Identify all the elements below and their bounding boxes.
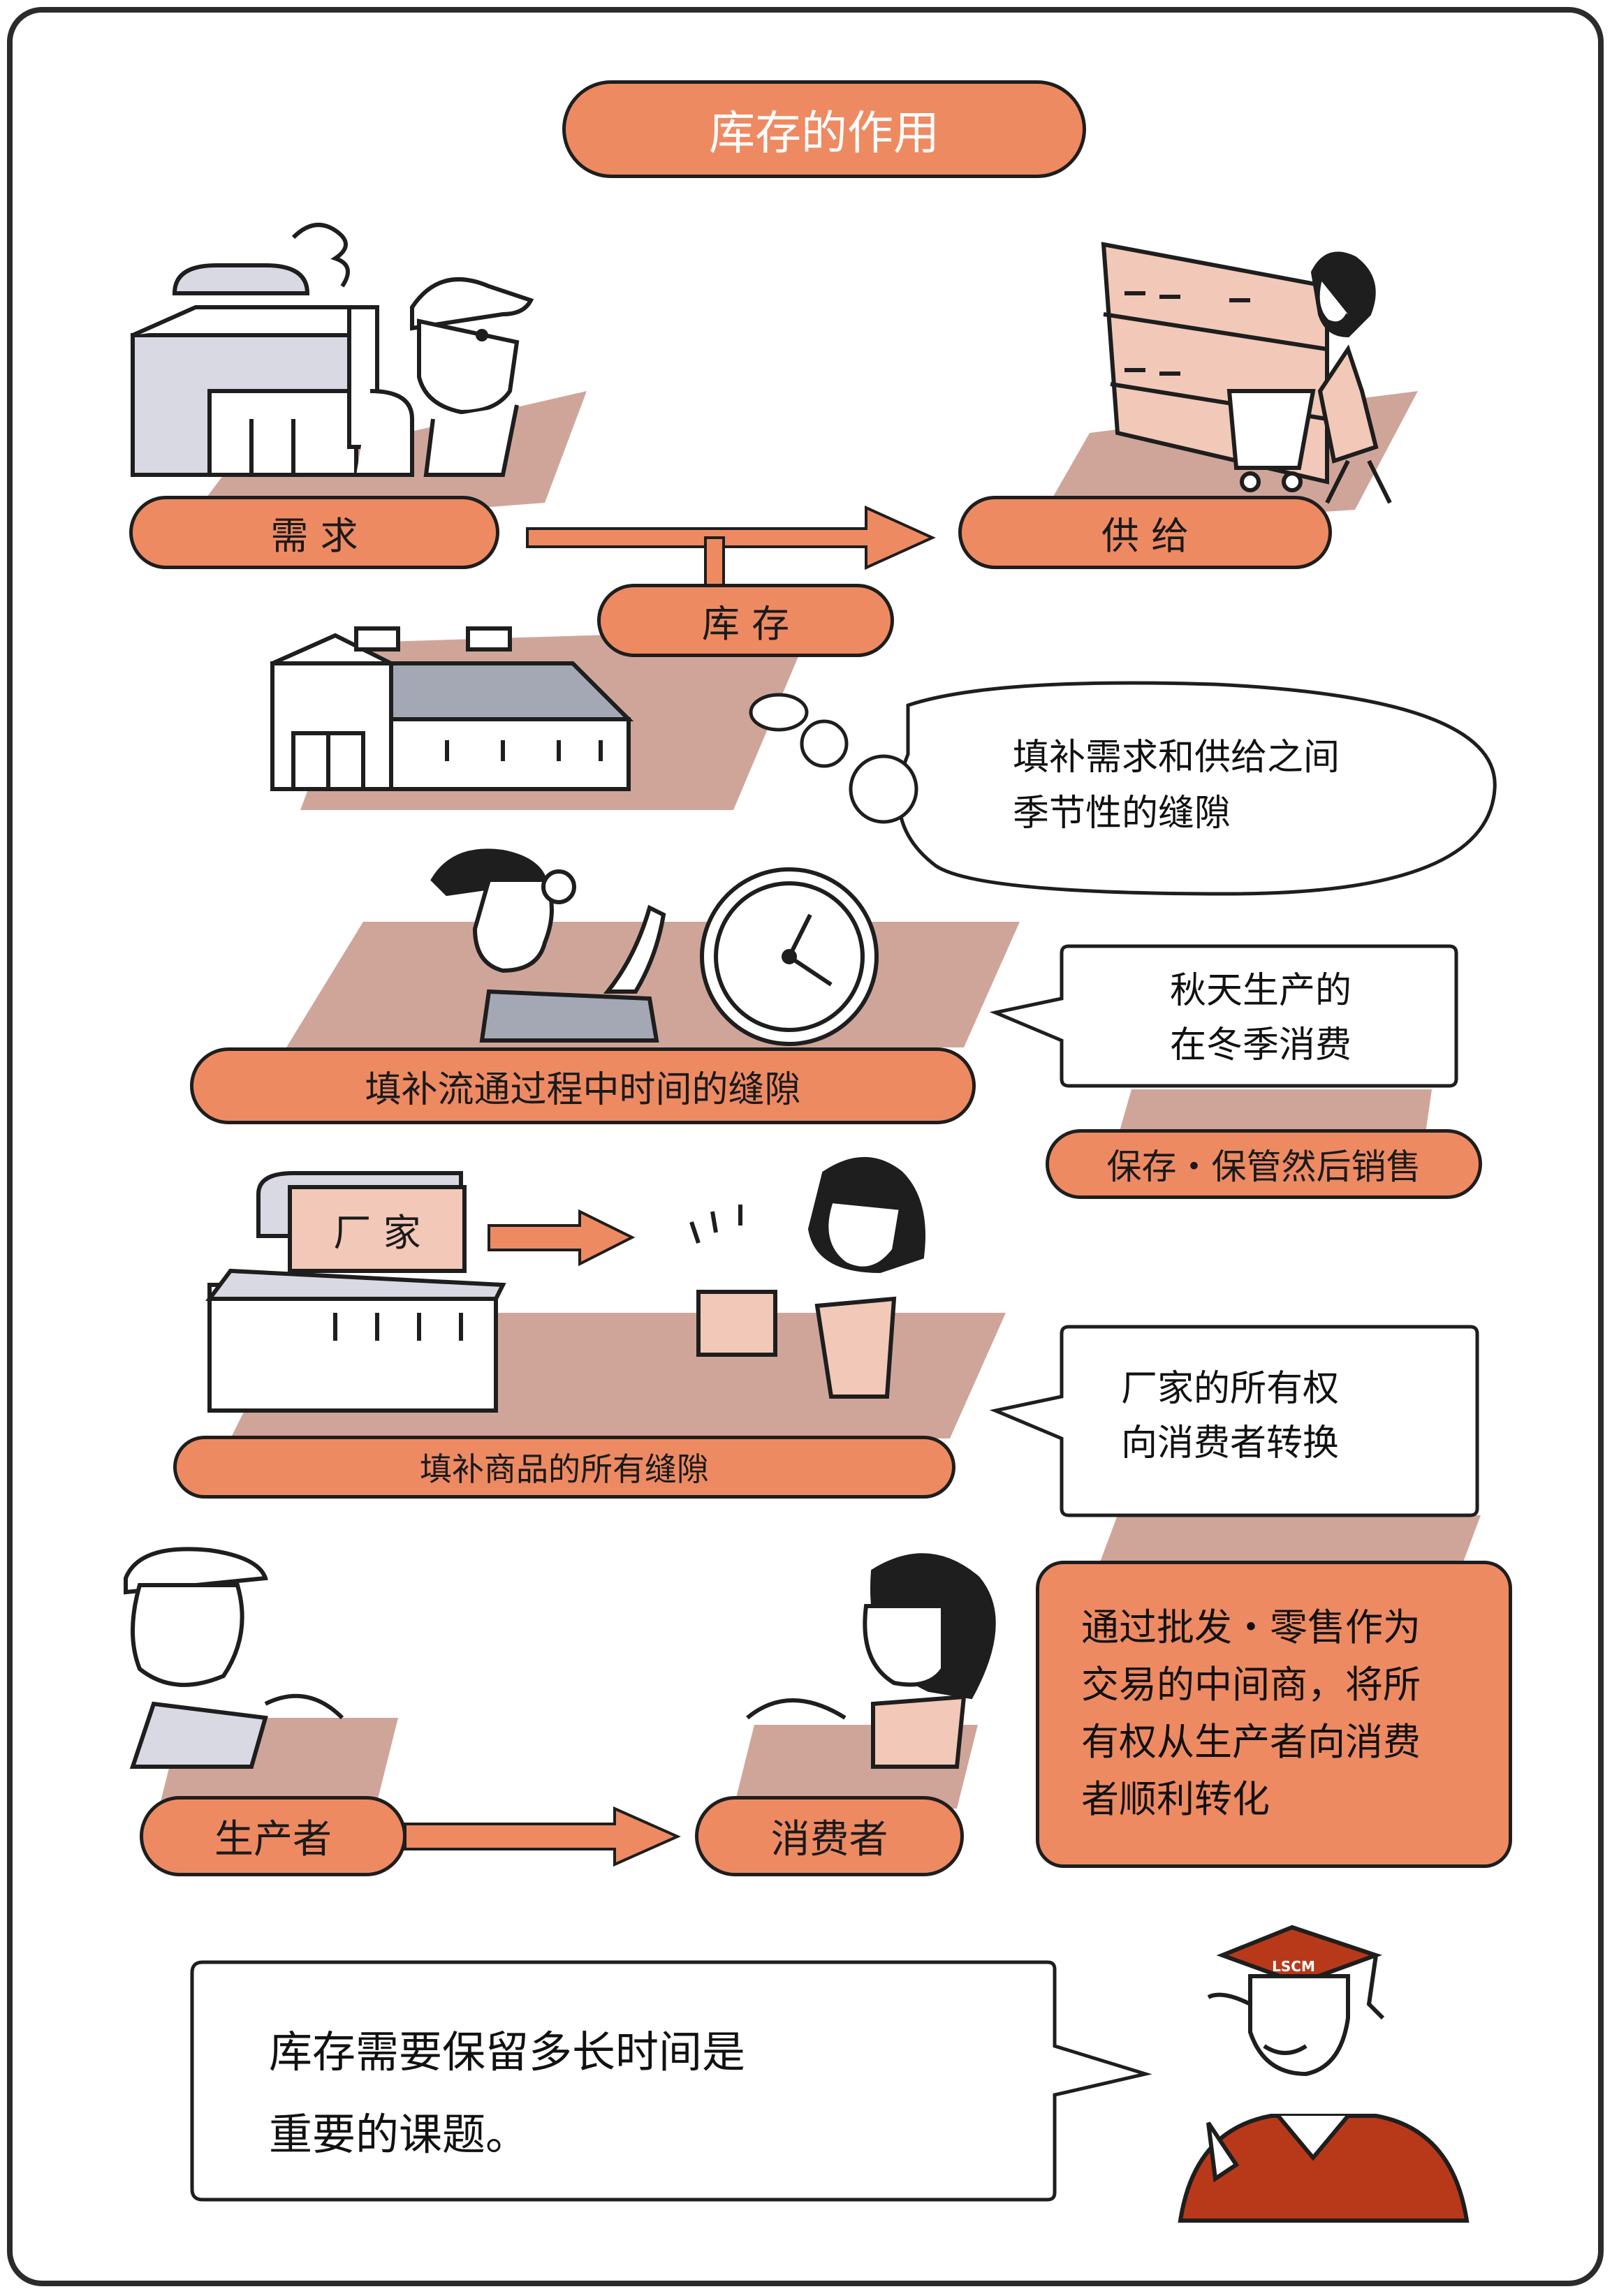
time-gap-label: 填补流通过程中时间的缝隙 (365, 1068, 801, 1111)
ownership-callout (989, 1325, 1479, 1517)
floor-time-note (1118, 1089, 1432, 1138)
inventory-pill: 库 存 (597, 584, 894, 657)
store-then-sell-label: 保存・保管然后销售 (1106, 1147, 1421, 1187)
store-then-sell-pill: 保存・保管然后销售 (1046, 1129, 1482, 1199)
demand-label: 需 求 (270, 514, 358, 558)
inventory-connector (704, 536, 725, 588)
footer-line-1: 库存需要保留多长时间是 (269, 2026, 746, 2077)
time-note-line-2: 在冬季消费 (1169, 1024, 1351, 1066)
warehouse-icon (270, 626, 634, 791)
time-callout-text: 秋天生产的 在冬季消费 (1065, 964, 1456, 1073)
factory-to-woman-arrow (488, 1209, 636, 1267)
demand-supply-arrow (526, 505, 936, 571)
bubble-line-2: 季节性的缝隙 (1013, 793, 1231, 834)
ownership-callout-text: 厂家的所有权 向消费者转换 (1121, 1362, 1339, 1471)
thought-dot-large (849, 754, 918, 824)
thought-bubble (897, 681, 1497, 896)
footer-speech-text: 库存需要保留多长时间是 重要的课题。 (269, 2011, 745, 2176)
inventory-label: 库 存 (701, 602, 790, 646)
bubble-line-1: 填补需求和供给之间 (1013, 737, 1340, 779)
supply-pill: 供 给 (958, 496, 1332, 569)
cap-badge-text: LSCM (1272, 1958, 1315, 1975)
intermediary-line-2: 交易的中间商，将所 (1081, 1663, 1421, 1707)
ownership-note-line-2: 向消费者转换 (1121, 1422, 1340, 1464)
intermediary-line-4: 者顺利转化 (1081, 1777, 1270, 1821)
worker-icon (410, 277, 534, 477)
producer-pill: 生产者 (140, 1796, 406, 1876)
ownership-note-line-1: 厂家的所有权 (1121, 1368, 1340, 1410)
footer-speech (190, 1960, 1152, 2202)
time-gap-pill: 填补流通过程中时间的缝隙 (190, 1047, 976, 1124)
supply-label: 供 给 (1101, 514, 1189, 558)
time-note-line-1: 秋天生产的 (1169, 970, 1351, 1012)
consumer-pill: 消费者 (695, 1796, 964, 1876)
factory-brand-icon (205, 1171, 506, 1413)
page-title: 库存的作用 (562, 80, 1086, 178)
time-callout (989, 944, 1458, 1088)
consumer-icon (746, 1553, 996, 1769)
thought-dot-medium (800, 719, 849, 768)
ownership-gap-label: 填补商品的所有缝隙 (420, 1450, 709, 1488)
intermediary-line-3: 有权从生产者向消费 (1081, 1720, 1421, 1764)
factory-sign: 厂 家 (290, 1191, 464, 1267)
woman-receiving-icon (689, 1157, 925, 1399)
floor-ownership-note (1097, 1515, 1481, 1571)
factory-icon (131, 223, 414, 477)
demand-pill: 需 求 (129, 496, 499, 569)
man-glasses-icon (430, 848, 666, 1043)
factory-sign-label: 厂 家 (333, 1210, 421, 1255)
page-title-text: 库存的作用 (709, 106, 939, 160)
producer-label: 生产者 (214, 1817, 332, 1862)
shopper-icon (1226, 251, 1392, 504)
lscm-mascot-icon (1178, 1925, 1470, 2223)
footer-line-2: 重要的课题。 (269, 2109, 529, 2160)
producer-consumer-arrow (404, 1806, 681, 1867)
intermediary-line-1: 通过批发・零售作为 (1081, 1605, 1421, 1649)
intermediary-note: 通过批发・零售作为 交易的中间商，将所 有权从生产者向消费 者顺利转化 (1036, 1561, 1512, 1868)
clock-icon (700, 867, 879, 1046)
thought-dot-small (749, 693, 809, 732)
ownership-gap-pill: 填补商品的所有缝隙 (173, 1436, 955, 1499)
thought-bubble-text: 填补需求和供给之间 季节性的缝隙 (1013, 730, 1340, 841)
consumer-label: 消费者 (770, 1817, 888, 1862)
producer-icon (124, 1547, 344, 1769)
